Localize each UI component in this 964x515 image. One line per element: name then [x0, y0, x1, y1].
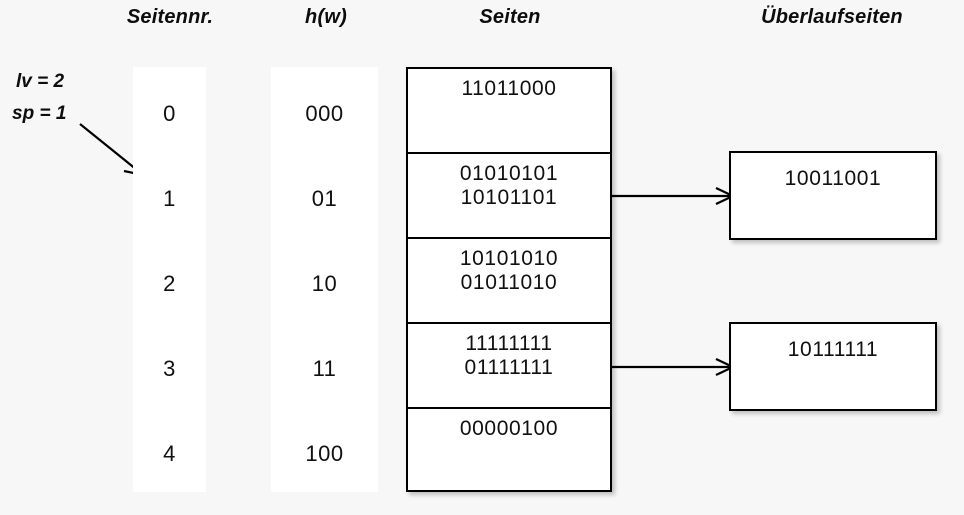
param-label-lv: lv = 2	[16, 71, 65, 92]
column-strip-hw	[271, 67, 378, 492]
record-value: 00000100	[459, 417, 559, 440]
hash-value-cell: 100	[305, 441, 344, 466]
column-header-seiten: Seiten	[479, 6, 541, 28]
table-row: 11011000	[408, 69, 610, 154]
column-header-ueberlaufseiten: Überlaufseiten	[761, 6, 903, 28]
hash-value-cell: 11	[312, 356, 337, 381]
table-row: 10101010 01011010	[408, 239, 610, 324]
column-header-hw: h(w)	[305, 6, 347, 28]
record-value: 10111111	[787, 338, 879, 361]
record-value: 01011010	[460, 270, 558, 294]
hash-value-cell: 01	[311, 186, 338, 211]
hash-value-cell: 10	[311, 271, 338, 296]
page-number-cell: 2	[163, 271, 176, 296]
record-value: 01010101	[459, 162, 559, 185]
column-header-seitennr: Seitennr.	[126, 6, 214, 28]
page-number-cell: 3	[163, 356, 176, 381]
record-value: 10101010	[459, 247, 559, 270]
seiten-table: 11011000 01010101 10101101 10101010 0101…	[406, 67, 612, 492]
hash-value-cell: 000	[305, 101, 344, 126]
right-arrow-icon	[610, 187, 735, 205]
record-value: 10011001	[784, 167, 882, 190]
table-row: 01010101 10101101	[408, 154, 610, 239]
record-value: 11111111	[465, 332, 553, 355]
table-row: 00000100	[408, 409, 610, 490]
record-value: 01111111	[464, 355, 554, 379]
overflow-page-box: 10011001	[729, 151, 937, 240]
overflow-page-box: 10111111	[729, 322, 937, 411]
right-arrow-icon	[610, 358, 735, 376]
column-strip-seitennr	[133, 67, 206, 492]
record-value: 10101101	[460, 185, 558, 209]
param-label-sp: sp = 1	[12, 103, 67, 124]
record-value: 11011000	[461, 77, 557, 100]
table-row: 11111111 01111111	[408, 324, 610, 409]
page-number-cell: 4	[163, 441, 176, 466]
page-number-cell: 0	[163, 101, 176, 126]
page-number-cell: 1	[163, 186, 176, 211]
